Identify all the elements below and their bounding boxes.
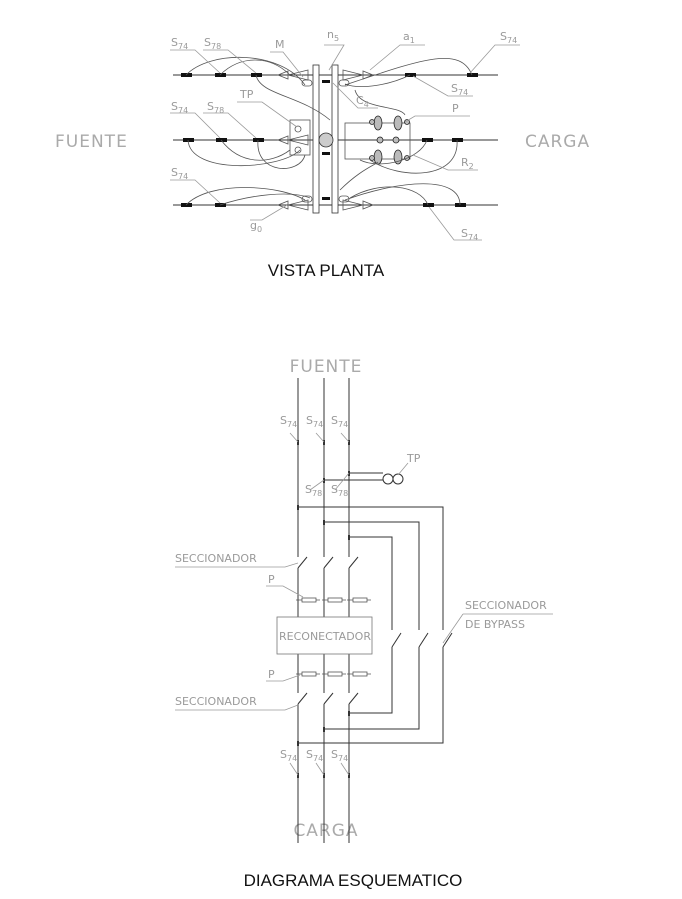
label-s74: S74 — [171, 100, 188, 115]
jumpers — [185, 56, 473, 206]
label-s74: S74 — [171, 166, 188, 181]
label-s78: S78 — [305, 483, 322, 498]
schematic: FUENTE CARGA — [175, 357, 553, 890]
label-s74: S74 — [280, 414, 297, 429]
schematic-load-label: CARGA — [293, 821, 358, 841]
label-n5: n5 — [327, 28, 339, 43]
recloser-box — [276, 616, 373, 655]
tp-label: TP — [406, 452, 421, 465]
label-s78: S78 — [204, 36, 221, 51]
schematic-title: DIAGRAMA ESQUEMATICO — [244, 871, 463, 890]
tp-coil-icon — [392, 473, 404, 485]
label-leaders — [170, 44, 520, 241]
bypass-label-line2: DE BYPASS — [465, 618, 525, 631]
schematic-leaders — [175, 562, 553, 711]
label-a1: a1 — [403, 30, 415, 45]
label-s74: S74 — [306, 748, 323, 763]
lower-disconnector — [297, 692, 359, 705]
label-m: M — [275, 38, 285, 51]
label-s78: S78 — [331, 483, 348, 498]
tp-bushing-icon — [294, 146, 302, 154]
label-s78: S78 — [207, 100, 224, 115]
schematic-source-label: FUENTE — [290, 357, 363, 377]
label-tp: TP — [239, 88, 254, 101]
label-s74: S74 — [280, 748, 297, 763]
tp-box — [289, 119, 311, 156]
tp-bushing-icon — [294, 125, 302, 133]
fuses-lower — [296, 671, 371, 677]
label-s74: S74 — [461, 227, 478, 242]
lower-fuse-label: P — [268, 668, 275, 681]
schematic-phases — [297, 378, 350, 843]
upper-disconnector — [297, 556, 359, 569]
label-s74: S74 — [306, 414, 323, 429]
tp-leader — [397, 462, 409, 476]
tp-leads — [324, 472, 383, 481]
fuses-upper — [296, 597, 371, 603]
label-c4: C4 — [356, 94, 369, 109]
plan-load-label: CARGA — [525, 132, 590, 152]
upper-fuse-label: P — [268, 573, 275, 586]
plan-view: FUENTE CARGA — [55, 28, 590, 280]
recloser-label: RECONECTADOR — [279, 630, 371, 643]
label-s74: S74 — [331, 748, 348, 763]
label-s74: S74 — [171, 36, 188, 51]
tp-coil-icon — [382, 473, 394, 485]
recloser-tank-icon — [318, 132, 334, 148]
lower-disconnector-label: SECCIONADOR — [175, 695, 257, 708]
insulators — [276, 69, 375, 211]
upper-disconnector-label: SECCIONADOR — [175, 552, 257, 565]
crossarm-left — [312, 64, 320, 214]
label-s74: S74 — [451, 82, 468, 97]
label-p: P — [452, 102, 459, 115]
label-r2: R2 — [461, 156, 474, 171]
bypass-loops — [298, 506, 453, 744]
plan-source-label: FUENTE — [55, 132, 128, 152]
label-s74: S74 — [331, 414, 348, 429]
s-leaders — [289, 432, 350, 776]
s-labels: S74 S74 S74 S78 S78 S74 S74 S74 — [280, 414, 348, 763]
label-s74: S74 — [500, 30, 517, 45]
plan-view-title: VISTA PLANTA — [268, 261, 385, 280]
label-g0: g0 — [250, 219, 262, 234]
plan-labels: S74 S78 M n5 a1 S74 S74 TP C4 P S74 S78 … — [171, 28, 517, 242]
bypass-label-line1: SECCIONADOR — [465, 599, 547, 612]
